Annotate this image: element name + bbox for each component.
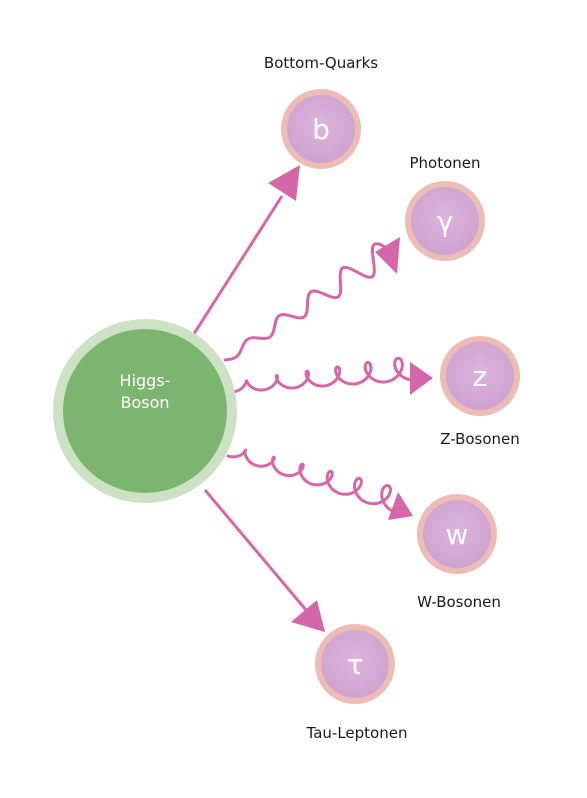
label-photons: Photonen <box>409 154 481 172</box>
label-w-bosons: W-Bosonen <box>417 593 501 611</box>
arrow-w-bosons <box>226 448 413 520</box>
label-tau-leptons: Tau-Leptonen <box>306 724 408 742</box>
higgs-boson-label: Higgs- Boson <box>85 370 205 414</box>
particle-symbol-gamma: γ <box>437 205 454 238</box>
higgs-label-line-1: Higgs- <box>119 371 171 390</box>
label-bottom-quarks: Bottom-Quarks <box>263 54 379 72</box>
arrow-z-bosons <box>230 356 433 395</box>
label-z-bosons: Z-Bosonen <box>440 430 520 448</box>
higgs-label-line-2: Boson <box>120 393 170 412</box>
particle-node-tau-lepton: τ <box>315 624 395 704</box>
particle-node-z-boson: z <box>440 336 520 416</box>
arrow-tau-leptons <box>203 489 325 632</box>
particle-symbol-w: w <box>446 518 469 551</box>
particle-node-bottom-quark: b <box>281 89 361 169</box>
particle-symbol-z: z <box>473 360 488 393</box>
particle-node-photon: γ <box>405 181 485 261</box>
particle-symbol-b: b <box>312 113 330 146</box>
higgs-boson-node <box>53 319 237 503</box>
arrow-bottom-quarks <box>188 165 300 341</box>
particle-symbol-tau: τ <box>347 648 364 681</box>
particle-node-w-boson: w <box>417 494 497 574</box>
arrow-photons <box>223 237 400 362</box>
